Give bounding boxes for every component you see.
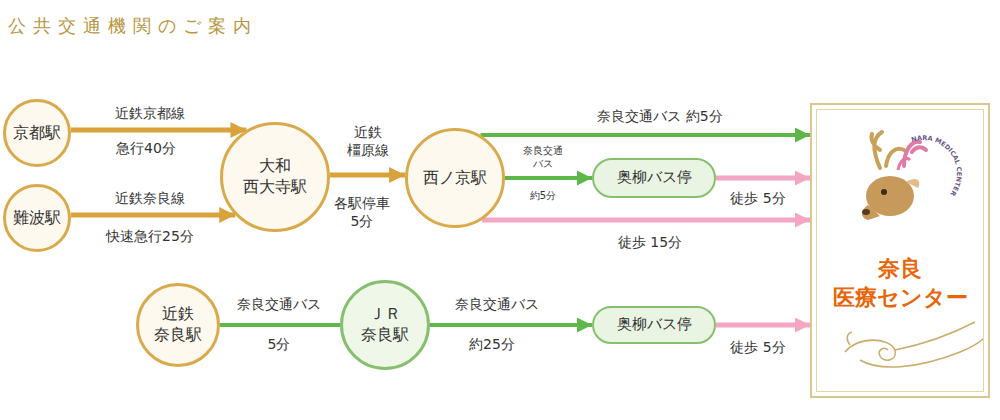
- route-arrow: [71, 128, 247, 133]
- travel-time: 約5分: [530, 190, 556, 203]
- destination-panel: 奈良 医療センター: [810, 103, 990, 398]
- station-circle: ＪＲ 奈良駅: [340, 280, 430, 370]
- station-name: 京都駅: [13, 123, 61, 144]
- route-arrow: [220, 323, 340, 327]
- route-label: 徒歩 5分: [730, 339, 785, 357]
- travel-time: 各駅停車 5分: [331, 195, 394, 230]
- route-label: 奈良交通バス: [455, 296, 539, 314]
- route-label: 近鉄奈良線: [115, 190, 185, 208]
- route-label: 近鉄 橿原線: [340, 124, 396, 159]
- ornament-swirl: [845, 322, 984, 367]
- route-arrow: [716, 323, 810, 328]
- route-label: 徒歩 5分: [730, 190, 785, 208]
- route-arrow: [482, 218, 810, 223]
- route-arrow: [716, 176, 810, 181]
- station-name: 近鉄 奈良駅: [148, 304, 208, 346]
- logo-text-path: NARA MEDICAL CENTER: [910, 134, 963, 198]
- logo-text: NARA MEDICAL CENTER: [910, 134, 963, 198]
- route-arrow: [71, 213, 235, 218]
- station-name: 奥柳バス停: [617, 315, 692, 335]
- route-label: 奈良交通バス: [237, 296, 321, 314]
- page-title: 公共交通機関のご案内: [8, 14, 258, 38]
- station-circle: 京都駅: [3, 99, 71, 167]
- route-arrow: [330, 173, 405, 178]
- station-name: ＪＲ 奈良駅: [352, 304, 418, 346]
- station-name: 難波駅: [13, 208, 61, 229]
- bus-stop-box: 奥柳バス停: [592, 306, 716, 344]
- route-label: 近鉄京都線: [115, 105, 185, 123]
- route-label: 徒歩 15分: [618, 234, 682, 252]
- station-name: 大和 西大寺駅: [235, 156, 315, 198]
- route-label: 奈良交通 バス: [518, 145, 568, 170]
- station-name: 西ノ京駅: [423, 168, 487, 189]
- station-name: 奥柳バス停: [617, 168, 692, 188]
- travel-time: 5分: [268, 336, 291, 354]
- station-circle: 難波駅: [3, 184, 71, 252]
- travel-time: 快速急行25分: [106, 228, 194, 246]
- route-arrow: [430, 323, 592, 327]
- bus-stop-box: 奥柳バス停: [592, 158, 716, 198]
- destination-name: 奈良 医療センター: [825, 255, 975, 312]
- station-circle: 大和 西大寺駅: [220, 122, 330, 232]
- route-label: 奈良交通バス 約5分: [597, 108, 722, 126]
- travel-time: 急行40分: [116, 140, 176, 158]
- route-arrow: [505, 176, 592, 180]
- station-circle: 近鉄 奈良駅: [136, 283, 220, 367]
- route-arrow: [481, 133, 810, 137]
- station-circle: 西ノ京駅: [405, 128, 505, 228]
- travel-time: 約25分: [469, 336, 515, 354]
